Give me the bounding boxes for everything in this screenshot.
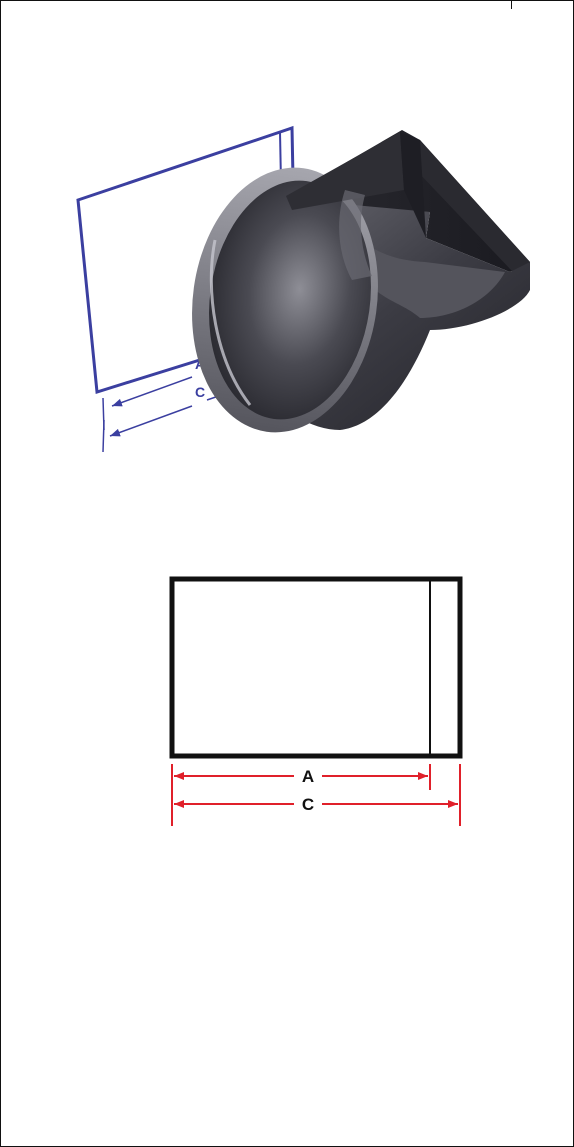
orthographic-view: A C (169, 576, 463, 826)
top-rule (1, 0, 511, 1)
top-tick (511, 0, 512, 9)
isometric-view: A C (76, 125, 530, 453)
iso-dimension-c-label: C (195, 384, 205, 400)
flanged-sleeve-part (192, 130, 530, 433)
dimension-a-label: A (302, 767, 314, 786)
profile-rectangle (169, 576, 463, 759)
dimension-c-label: C (302, 795, 314, 814)
